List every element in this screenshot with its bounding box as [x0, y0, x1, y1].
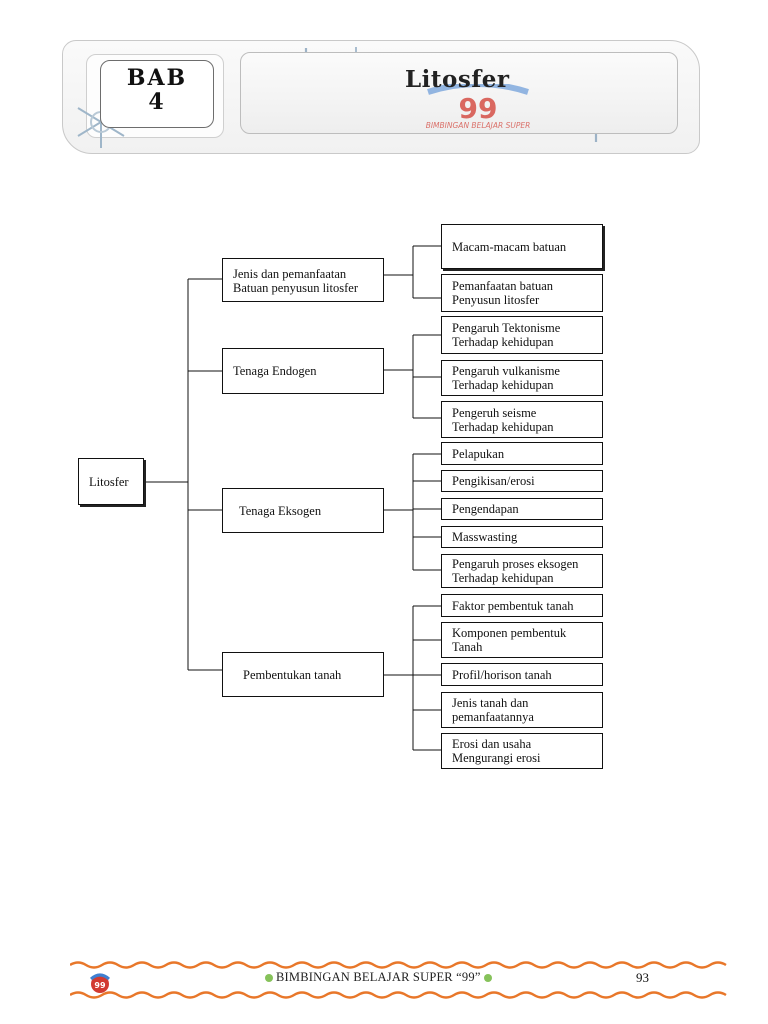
page-number: 93 — [636, 970, 649, 985]
branch-node-eksogen: Tenaga Eksogen — [222, 488, 384, 533]
chapter-title: Litosfer — [405, 66, 510, 93]
branch-node-endogen: Tenaga Endogen — [222, 348, 384, 394]
leaf-node: Profil/horison tanah — [441, 663, 603, 686]
leaf-node: Pemanfaatan batuan Penyusun litosfer — [441, 274, 603, 312]
leaf-node: Faktor pembentuk tanah — [441, 594, 603, 617]
chapter-title-frame — [240, 52, 678, 134]
bullet-dot-icon — [265, 974, 273, 983]
leaf-node: Erosi dan usaha Mengurangi erosi — [441, 733, 603, 769]
logo-arc-text: BIMBINGAN BELAJAR SUPER — [426, 121, 531, 130]
branch-node-pembentukan-tanah: Pembentukan tanah — [222, 652, 384, 697]
leaf-node: Pengaruh proses eksogen Terhadap kehidup… — [441, 554, 603, 588]
footer-logo-icon: 99 — [90, 973, 110, 993]
chapter-label: BAB 4 — [100, 60, 214, 128]
root-node-litosfer: Litosfer — [78, 458, 144, 505]
footer-brand-text: BIMBINGAN BELAJAR SUPER “99” — [276, 970, 481, 984]
leaf-node: Pengikisan/erosi — [441, 470, 603, 492]
bimbingan-99-logo: 99 BIMBINGAN BELAJAR SUPER — [426, 84, 531, 130]
branch-node-batuan: Jenis dan pemanfaatan Batuan penyusun li… — [222, 258, 384, 302]
leaf-node: Pengeruh seisme Terhadap kehidupan — [441, 401, 603, 438]
logo-number: 99 — [459, 92, 498, 125]
leaf-node: Macam-macam batuan — [441, 224, 603, 269]
footer-wave-top — [70, 961, 727, 969]
footer-brand: BIMBINGAN BELAJAR SUPER “99” — [262, 970, 495, 985]
chapter-number: 4 — [148, 89, 166, 115]
leaf-node: Masswasting — [441, 526, 603, 548]
leaf-node: Komponen pembentuk Tanah — [441, 622, 603, 658]
bullet-dot-icon — [483, 974, 492, 983]
leaf-node: Pengaruh Tektonisme Terhadap kehidupan — [441, 316, 603, 354]
leaf-node: Pelapukan — [441, 442, 603, 465]
chapter-word: BAB — [126, 65, 188, 91]
footer-wave-bottom — [70, 991, 727, 999]
leaf-node: Jenis tanah dan pemanfaatannya — [441, 692, 603, 728]
leaf-node: Pengendapan — [441, 498, 603, 520]
leaf-node: Pengaruh vulkanisme Terhadap kehidupan — [441, 360, 603, 396]
svg-text:99: 99 — [94, 981, 106, 990]
